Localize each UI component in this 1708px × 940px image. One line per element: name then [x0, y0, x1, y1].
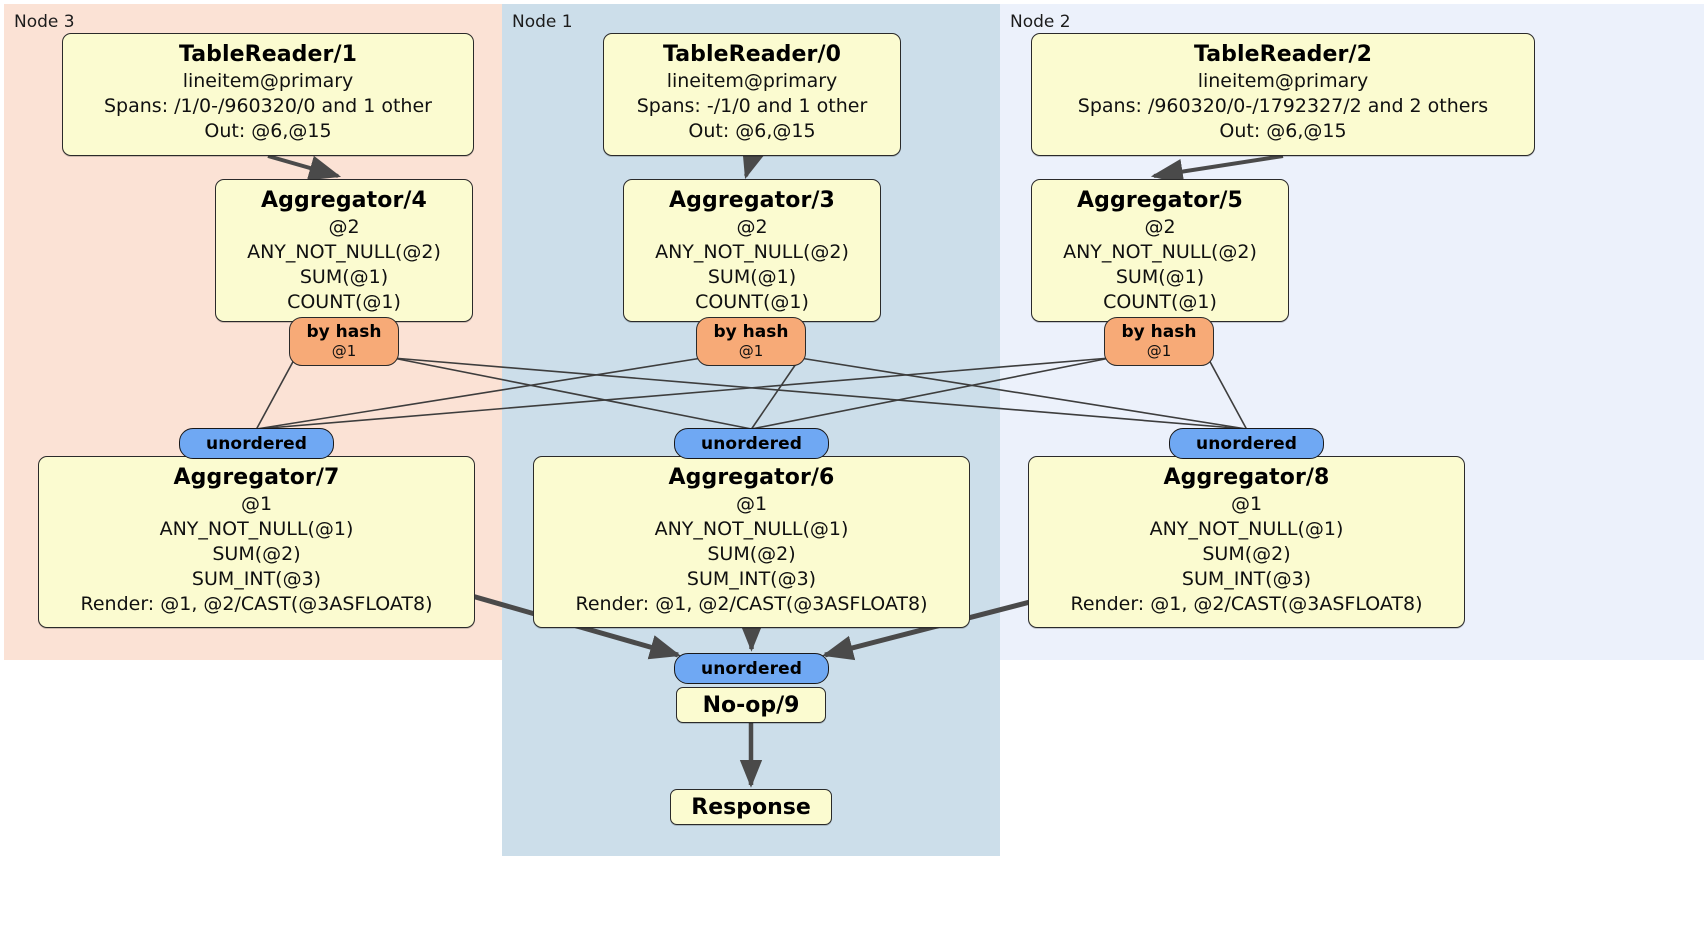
processor-title: Aggregator/3 — [669, 188, 835, 213]
unordered-synchronizer-unordered-noop[interactable]: unordered — [674, 653, 829, 684]
processor-detail-line: SUM(@2) — [1202, 543, 1291, 565]
processor-detail-line: @2 — [1144, 216, 1176, 238]
hash-router-hash-agg5[interactable]: by hash@1 — [1104, 317, 1214, 366]
processor-title: Aggregator/7 — [173, 465, 340, 490]
processor-detail-line: ANY_NOT_NULL(@2) — [1063, 241, 1257, 263]
processor-detail-line: Spans: /1/0-/960320/0 and 1 other — [104, 95, 432, 117]
processor-detail-line: @1 — [1230, 493, 1263, 515]
unordered-synchronizer-unordered-agg7[interactable]: unordered — [179, 428, 334, 459]
terminal-box-response[interactable]: Response — [670, 789, 832, 825]
processor-detail-line: ANY_NOT_NULL(@2) — [655, 241, 849, 263]
processor-detail-line: lineitem@primary — [182, 70, 354, 92]
processor-title: Aggregator/6 — [668, 465, 835, 490]
node-panel-label-node3: Node 3 — [14, 12, 75, 32]
processor-detail-line: SUM_INT(@3) — [191, 568, 322, 590]
processor-detail-line: ANY_NOT_NULL(@1) — [1149, 518, 1344, 540]
processor-detail-line: Out: @6,@15 — [1219, 120, 1347, 142]
processor-detail-line: COUNT(@1) — [287, 291, 401, 313]
hash-router-label: by hash — [713, 322, 789, 342]
processor-detail-line: lineitem@primary — [666, 70, 838, 92]
processor-title: Aggregator/5 — [1077, 188, 1243, 213]
processor-title: Aggregator/8 — [1163, 465, 1330, 490]
node-panel-label-node2: Node 2 — [1010, 12, 1071, 32]
processor-title: Aggregator/4 — [261, 188, 427, 213]
processor-detail-line: @2 — [328, 216, 360, 238]
processor-detail-line: SUM(@2) — [707, 543, 796, 565]
processor-detail-line: COUNT(@1) — [695, 291, 809, 313]
processor-detail-line: @1 — [735, 493, 768, 515]
processor-detail-line: SUM_INT(@3) — [1181, 568, 1312, 590]
hash-router-label: by hash — [1121, 322, 1197, 342]
processor-detail-line: Spans: /960320/0-/1792327/2 and 2 others — [1077, 95, 1489, 117]
unordered-synchronizer-unordered-agg8[interactable]: unordered — [1169, 428, 1324, 459]
processor-detail-line: SUM_INT(@3) — [686, 568, 817, 590]
processor-detail-line: ANY_NOT_NULL(@1) — [159, 518, 354, 540]
processor-detail-line: SUM(@1) — [1115, 266, 1205, 288]
processor-detail-line: SUM(@1) — [707, 266, 797, 288]
hash-router-column: @1 — [738, 342, 764, 360]
processor-detail-line: @1 — [240, 493, 273, 515]
processor-detail-line: SUM(@1) — [299, 266, 389, 288]
processor-detail-line: COUNT(@1) — [1103, 291, 1217, 313]
node-panel-label-node1: Node 1 — [512, 12, 573, 32]
processor-title: TableReader/2 — [1193, 42, 1373, 67]
hash-router-hash-agg3[interactable]: by hash@1 — [696, 317, 806, 366]
processor-detail-line: Render: @1, @2/CAST(@3ASFLOAT8) — [80, 593, 433, 615]
processor-detail-line: lineitem@primary — [1197, 70, 1369, 92]
processor-detail-line: Spans: -/1/0 and 1 other — [636, 95, 868, 117]
processor-title: TableReader/1 — [178, 42, 358, 67]
processor-detail-line: @2 — [736, 216, 768, 238]
processor-detail-line: Render: @1, @2/CAST(@3ASFLOAT8) — [575, 593, 928, 615]
hash-router-column: @1 — [331, 342, 357, 360]
processor-title: TableReader/0 — [662, 42, 842, 67]
processor-detail-line: Out: @6,@15 — [204, 120, 332, 142]
processor-detail-line: SUM(@2) — [212, 543, 301, 565]
hash-router-hash-agg4[interactable]: by hash@1 — [289, 317, 399, 366]
processor-detail-line: ANY_NOT_NULL(@1) — [654, 518, 849, 540]
processor-detail-line: ANY_NOT_NULL(@2) — [247, 241, 441, 263]
hash-router-label: by hash — [306, 322, 382, 342]
processor-detail-line: Render: @1, @2/CAST(@3ASFLOAT8) — [1070, 593, 1423, 615]
hash-router-column: @1 — [1146, 342, 1172, 360]
processor-detail-line: Out: @6,@15 — [688, 120, 816, 142]
terminal-box-noop9[interactable]: No-op/9 — [676, 687, 826, 723]
unordered-synchronizer-unordered-agg6[interactable]: unordered — [674, 428, 829, 459]
